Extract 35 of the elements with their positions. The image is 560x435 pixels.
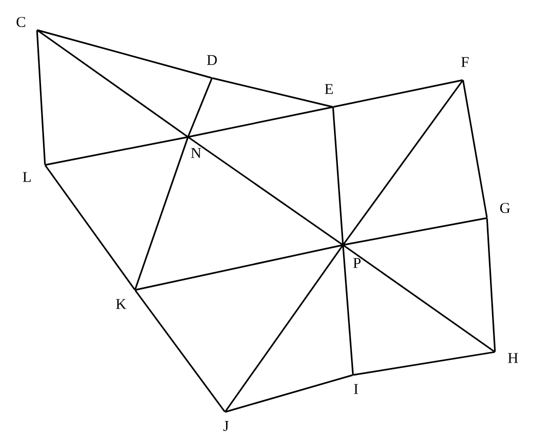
- line-segment: [486, 218, 496, 352]
- line-segment: [37, 29, 212, 79]
- line-segment: [187, 78, 213, 138]
- line-segment: [188, 136, 344, 246]
- point-label: F: [461, 57, 469, 67]
- point-label: D: [207, 55, 217, 65]
- line-segment: [353, 351, 495, 376]
- line-segment: [134, 136, 189, 290]
- point-label: J: [223, 421, 229, 431]
- point-label: L: [22, 172, 31, 182]
- line-segment: [343, 217, 487, 246]
- line-segment: [135, 244, 343, 291]
- line-segment: [44, 164, 136, 290]
- line-segment: [224, 374, 354, 413]
- line-segment: [342, 80, 464, 246]
- point-label: I: [354, 384, 358, 394]
- line-segment: [36, 29, 188, 138]
- point-label: E: [324, 84, 333, 94]
- line-segment: [134, 290, 226, 412]
- line-segment: [333, 79, 463, 108]
- line-segment: [36, 30, 46, 165]
- line-segment: [462, 80, 488, 218]
- point-label: K: [116, 299, 126, 309]
- line-segment: [342, 244, 496, 352]
- point-label: G: [500, 202, 510, 214]
- point-label: C: [16, 16, 26, 28]
- line-segment: [188, 106, 333, 138]
- line-segment: [212, 77, 333, 108]
- point-label: P: [353, 258, 361, 268]
- line-segment: [45, 136, 188, 166]
- line-segment: [332, 107, 344, 245]
- point-label: N: [191, 148, 202, 158]
- line-segment: [342, 245, 354, 375]
- line-segment: [224, 244, 344, 412]
- point-label: H: [508, 353, 518, 363]
